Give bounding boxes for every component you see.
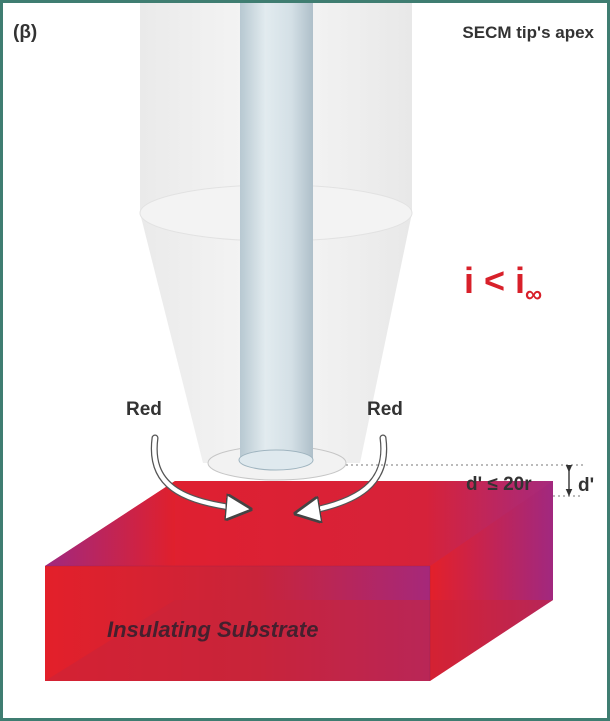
electrode-disk [238, 449, 314, 471]
electrode-wire [240, 3, 313, 459]
diffusion-arrow-right [299, 435, 387, 513]
distance-condition: d' ≤ 20r [466, 474, 532, 495]
current-relation: i < i∞ [464, 260, 542, 308]
secm-diagram: (β) SECM tip's apex i < i∞ Red Red d' ≤ … [13, 3, 595, 681]
species-label-left: Red [126, 399, 162, 420]
panel-label: (β) [13, 22, 37, 43]
substrate-label: Insulating Substrate [107, 617, 318, 642]
diffusion-arrow-left [151, 435, 247, 509]
species-label-right: Red [367, 399, 403, 420]
insulating-substrate [45, 481, 553, 681]
distance-marker: d' [578, 475, 594, 496]
figure-title: SECM tip's apex [462, 23, 594, 42]
tip-apex [207, 3, 347, 481]
